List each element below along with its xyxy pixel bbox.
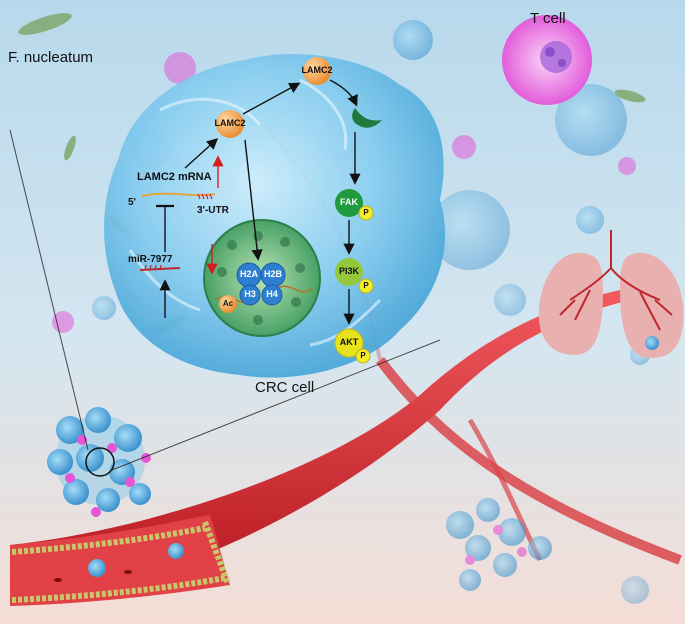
- three-utr-label: 3'-UTR: [197, 205, 229, 216]
- five-prime-label: 5': [128, 197, 136, 208]
- acetyl-mark: [219, 295, 237, 313]
- lamc2-inner-label: LAMC2: [214, 118, 246, 128]
- h2b-label: H2B: [263, 269, 282, 279]
- crc-cell-label: CRC cell: [255, 379, 315, 396]
- receptor-icon: [352, 108, 382, 128]
- regulation-arrows: [206, 155, 224, 275]
- histone-octamer: [236, 262, 286, 306]
- t-cell-icon: [502, 15, 592, 105]
- mirna-label: miR-7977: [128, 254, 173, 265]
- zoom-lines: [9, 129, 441, 471]
- h4-label: H4: [266, 289, 278, 299]
- pi3k-label: PI3K: [338, 266, 359, 276]
- lamc2-node-inner: [216, 110, 244, 138]
- lamc2-mrna-strand: [141, 192, 216, 197]
- h3-label: H3: [244, 289, 256, 299]
- crc-cell: [104, 54, 446, 378]
- ac-label: Ac: [222, 299, 234, 308]
- tumor-cluster-icon: [47, 407, 552, 591]
- fak-phospho-label: P: [363, 208, 369, 217]
- bacterium-label: F. nucleatum: [8, 49, 94, 66]
- lung-icon: [538, 230, 684, 359]
- akt-label: AKT: [339, 337, 359, 347]
- pathway-arrows: [156, 79, 361, 325]
- fak-label: FAK: [340, 197, 358, 207]
- lamc2-mrna-label: LAMC2 mRNA: [137, 171, 212, 183]
- t-cell-label: T cell: [530, 10, 566, 27]
- pi3k-phospho-label: P: [363, 281, 369, 290]
- lamc2-node-top: [303, 57, 331, 85]
- h2a-label: H2A: [239, 269, 258, 279]
- blood-vessel-icon: [10, 118, 682, 606]
- signal-nodes: [334, 189, 374, 364]
- lamc2-top-label: LAMC2: [301, 65, 333, 75]
- akt-phospho-label: P: [360, 351, 366, 360]
